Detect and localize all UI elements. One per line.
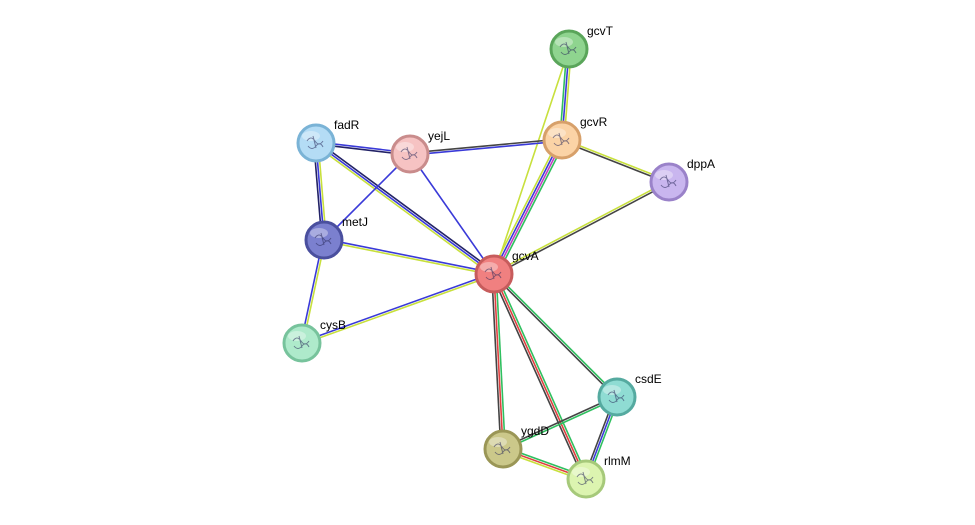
node-label: gcvA	[512, 249, 539, 263]
node-highlight	[302, 131, 320, 141]
protein-structure-icon	[400, 146, 418, 160]
node-label: gcvT	[587, 24, 614, 38]
edge-line	[492, 274, 617, 399]
edge-line	[491, 274, 585, 481]
edge-line	[495, 273, 506, 449]
edge-line	[493, 273, 504, 450]
node-layer: gcvA gcvT gcvR yejL fadR metJ dppA cysB csdE ygdD…	[282, 24, 715, 499]
edge-line	[493, 273, 587, 480]
edge-line	[494, 140, 564, 275]
edge-line	[409, 153, 495, 275]
edge-line	[323, 153, 411, 241]
edge-line	[495, 272, 589, 479]
edge-gcvA-cysB	[301, 272, 495, 345]
node-gcvA[interactable]: gcvA	[474, 249, 539, 294]
node-label: fadR	[334, 118, 360, 132]
node-label: metJ	[342, 215, 368, 229]
protein-structure-icon	[659, 174, 677, 188]
edge-gcvA-yejL	[409, 153, 495, 275]
edge-line	[493, 180, 669, 274]
node-highlight	[572, 467, 590, 477]
node-highlight	[603, 385, 621, 395]
node-highlight	[310, 228, 328, 238]
edge-yejL-metJ	[323, 153, 411, 241]
edge-gcvA-dppA	[493, 180, 670, 276]
node-highlight	[396, 142, 414, 152]
edge-gcvR-yejL	[409, 138, 563, 156]
node-gcvR[interactable]: gcvR	[542, 115, 608, 160]
edge-gcvA-fadR	[314, 140, 496, 277]
node-highlight	[480, 262, 498, 272]
edge-gcvA-ygdD	[491, 273, 506, 450]
edge-gcvA-gcvR	[490, 138, 566, 276]
node-label: gcvR	[580, 115, 608, 129]
protein-structure-icon	[493, 441, 511, 455]
edge-line	[302, 274, 495, 345]
protein-structure-icon	[314, 232, 332, 246]
node-label: csdE	[635, 372, 662, 386]
edge-gcvA-csdE	[492, 272, 619, 399]
node-label: dppA	[687, 157, 715, 171]
edge-line	[493, 48, 570, 275]
node-csdE[interactable]: csdE	[597, 372, 662, 417]
protein-structure-icon	[306, 135, 324, 149]
protein-structure-icon	[559, 41, 577, 55]
edge-line	[503, 397, 618, 451]
edge-line	[301, 272, 494, 343]
edge-line	[494, 182, 670, 276]
edge-line	[409, 138, 562, 154]
edge-line	[490, 138, 560, 273]
node-label: cysB	[320, 318, 346, 332]
edge-line	[496, 141, 566, 276]
node-gcvT[interactable]: gcvT	[549, 24, 614, 69]
edge-line	[492, 139, 562, 274]
edge-line	[323, 240, 494, 276]
edge-line	[315, 142, 495, 275]
node-label: yejL	[428, 129, 450, 143]
edge-line	[314, 144, 494, 277]
edge-line	[502, 395, 617, 449]
protein-structure-icon	[484, 266, 502, 280]
node-yejL[interactable]: yejL	[390, 129, 450, 174]
node-highlight	[555, 37, 573, 47]
node-dppA[interactable]: dppA	[649, 157, 715, 202]
protein-structure-icon	[576, 471, 594, 485]
edge-gcvA-rlmM	[491, 272, 589, 481]
edge-csdE-ygdD	[502, 395, 618, 451]
node-cysB[interactable]: cysB	[282, 318, 346, 363]
node-label: ygdD	[521, 424, 549, 438]
node-highlight	[489, 437, 507, 447]
node-fadR[interactable]: fadR	[296, 118, 360, 163]
edge-line	[316, 140, 496, 273]
node-label: rlmM	[604, 454, 631, 468]
protein-structure-icon	[292, 335, 310, 349]
protein-structure-icon	[607, 389, 625, 403]
edge-line	[491, 274, 502, 450]
node-metJ[interactable]: metJ	[304, 215, 368, 260]
edge-line	[494, 272, 619, 397]
edge-gcvA-metJ	[323, 238, 495, 276]
protein-structure-icon	[552, 132, 570, 146]
node-highlight	[548, 128, 566, 138]
node-rlmM[interactable]: rlmM	[566, 454, 631, 499]
edge-gcvA-gcvT	[493, 48, 570, 275]
node-highlight	[655, 170, 673, 180]
node-ygdD[interactable]: ygdD	[483, 424, 549, 469]
node-highlight	[288, 331, 306, 341]
edge-line	[324, 238, 495, 274]
edge-line	[410, 140, 563, 156]
